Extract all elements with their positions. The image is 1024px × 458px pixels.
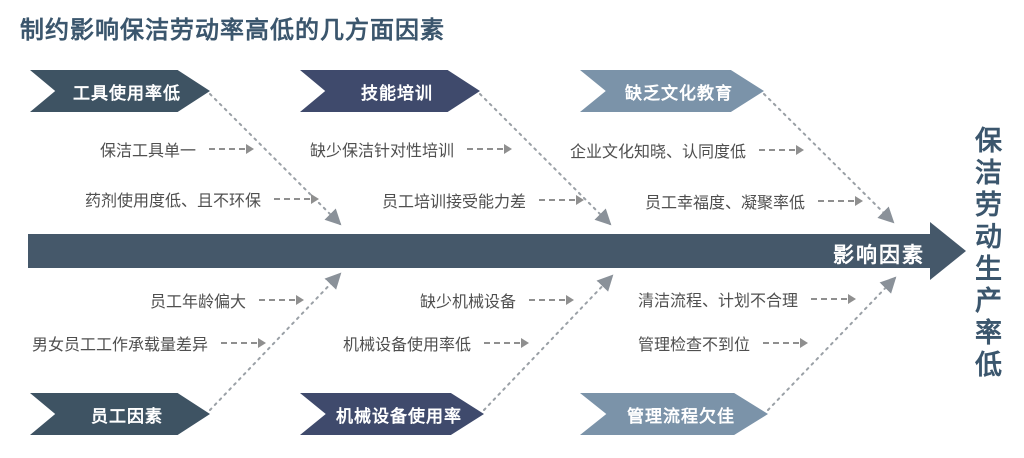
cause-text: 员工幸福度、凝聚率低	[645, 195, 806, 212]
cause-item: 缺少保洁针对性培训	[310, 137, 513, 161]
category-label: 工具使用率低	[73, 83, 181, 103]
category-banner-training: 技能培训	[300, 70, 480, 112]
dashed-arrow-icon	[221, 338, 267, 348]
cause-item: 缺少机械设备	[420, 288, 575, 312]
spine-label: 影响因素	[833, 244, 925, 267]
dashed-arrow-icon	[484, 338, 530, 348]
cause-text: 保洁工具单一	[100, 143, 197, 160]
dashed-arrow-icon	[467, 144, 513, 154]
category-banner-machinery: 机械设备使用率	[300, 393, 484, 435]
category-banner-tools: 工具使用率低	[30, 70, 210, 112]
cause-item: 保洁工具单一	[100, 137, 255, 161]
dashed-arrow-icon	[811, 294, 857, 304]
spine-arrowhead-icon	[930, 222, 966, 280]
cause-text: 员工年龄偏大	[150, 294, 247, 311]
dashed-arrow-icon	[209, 144, 255, 154]
spine-bar	[28, 234, 930, 268]
cause-text: 药剂使用度低、且不环保	[85, 193, 262, 210]
cause-item: 员工幸福度、凝聚率低	[645, 189, 864, 213]
cause-text: 缺少机械设备	[420, 294, 517, 311]
category-label: 技能培训	[361, 83, 433, 103]
cause-item: 男女员工工作承载量差异	[32, 331, 267, 355]
category-label: 缺乏文化教育	[625, 83, 733, 103]
cause-item: 管理检查不到位	[638, 331, 809, 355]
dashed-arrow-icon	[759, 145, 805, 155]
category-banner-staff: 员工因素	[30, 393, 210, 435]
page-title: 制约影响保洁劳动率高低的几方面因素	[20, 17, 445, 44]
cause-item: 药剂使用度低、且不环保	[85, 187, 320, 211]
cause-text: 管理检查不到位	[638, 337, 751, 354]
dashed-arrow-icon	[539, 195, 585, 205]
outcome-label: 保洁劳动生产率低	[971, 126, 1001, 382]
cause-item: 员工年龄偏大	[150, 288, 305, 312]
category-label: 管理流程欠佳	[627, 406, 735, 426]
dashed-arrow-icon	[259, 295, 305, 305]
cause-text: 清洁流程、计划不合理	[638, 293, 799, 310]
cause-item: 机械设备使用率低	[343, 331, 530, 355]
dashed-arrow-icon	[529, 295, 575, 305]
cause-item: 员工培训接受能力差	[382, 188, 585, 212]
dashed-arrow-icon	[274, 194, 320, 204]
cause-text: 缺少保洁针对性培训	[310, 143, 455, 160]
dashed-arrow-icon	[818, 196, 864, 206]
cause-text: 机械设备使用率低	[343, 337, 472, 354]
cause-item: 企业文化知晓、认同度低	[570, 138, 805, 162]
category-label: 员工因素	[91, 406, 163, 426]
cause-text: 员工培训接受能力差	[382, 194, 527, 211]
category-banner-management: 管理流程欠佳	[580, 393, 768, 435]
dashed-arrow-icon	[763, 338, 809, 348]
category-label: 机械设备使用率	[336, 406, 462, 426]
category-banner-culture: 缺乏文化教育	[580, 70, 764, 112]
cause-text: 男女员工工作承载量差异	[32, 337, 209, 354]
cause-item: 清洁流程、计划不合理	[638, 287, 857, 311]
cause-text: 企业文化知晓、认同度低	[570, 144, 747, 161]
